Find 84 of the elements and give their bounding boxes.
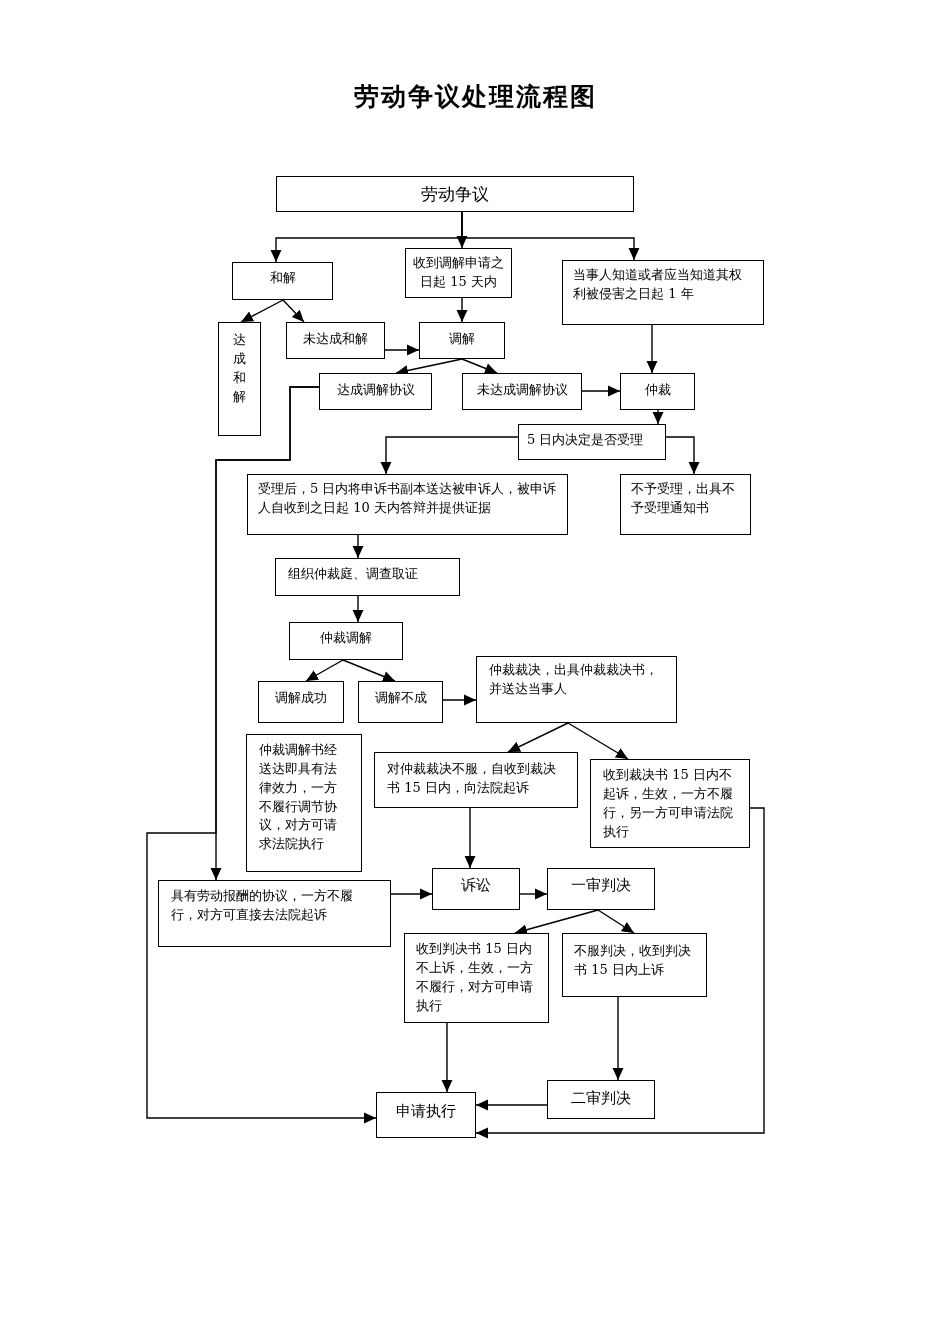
box-label: 诉讼 [460, 875, 492, 896]
process-box [275, 558, 460, 596]
process-box [374, 752, 578, 808]
process-box [462, 373, 582, 410]
arrow [519, 888, 548, 900]
box-label: 5 日内决定是否受理 [527, 431, 645, 449]
arrow [380, 436, 519, 475]
process-box [620, 373, 695, 410]
arrow [567, 722, 629, 760]
process-box [158, 880, 391, 947]
box-label: 收到判决书 15 日内不上诉，生效，一方不履行，对方可申请执行 [416, 940, 534, 1015]
arrow [342, 659, 396, 682]
arrow [475, 1099, 548, 1111]
arrow [597, 909, 635, 934]
box-label: 收到调解申请之日起 15 天内 [412, 254, 505, 291]
process-box [319, 373, 432, 410]
process-box [518, 424, 666, 460]
process-box [405, 248, 512, 298]
box-label: 受理后，5 日内将申诉书副本送达被申诉人，被申诉人自收到之日起 10 天内答辩并提供证据 [258, 480, 557, 517]
process-box [547, 868, 655, 910]
box-label: 申请执行 [395, 1101, 457, 1122]
box-label: 不服判决，收到判决书 15 日内上诉 [574, 942, 692, 979]
process-box [376, 1092, 476, 1138]
process-box [276, 176, 634, 212]
box-label: 未达成和解 [302, 330, 369, 348]
process-box [476, 656, 677, 723]
process-box [419, 322, 505, 359]
arrow [507, 722, 569, 753]
process-box [286, 322, 385, 359]
arrow [305, 659, 344, 682]
box-label: 劳动争议 [420, 183, 490, 206]
title: 劳动争议处理流程图 [352, 81, 598, 113]
process-box [562, 260, 764, 325]
box-label: 和解 [268, 269, 297, 287]
process-box [547, 1080, 655, 1119]
arrow [441, 1022, 453, 1093]
box-label: 达成调解协议 [335, 381, 416, 399]
box-label: 调解成功 [274, 689, 328, 707]
box-label: 组织仲裁庭、调查取证 [288, 565, 419, 583]
arrow [475, 807, 765, 1139]
box-label: 未达成调解协议 [475, 381, 569, 399]
box-label: 调解不成 [373, 689, 428, 707]
process-box [289, 622, 403, 660]
process-box [232, 262, 333, 300]
process-box [247, 474, 568, 535]
process-box [404, 933, 549, 1023]
box-label: 对仲裁裁决不服，自收到裁决书 15 日内，向法院起诉 [387, 760, 557, 797]
process-box [432, 868, 520, 910]
arrow [464, 807, 476, 869]
arrow [282, 299, 305, 323]
process-box [246, 734, 362, 872]
arrow [581, 385, 621, 397]
box-label: 收到裁决书 15 日内不起诉，生效，一方不履行，另一方可申请法院执行 [603, 766, 734, 841]
arrow [612, 996, 624, 1081]
arrow [461, 211, 640, 261]
box-label: 一审判决 [570, 875, 632, 896]
arrow [384, 344, 420, 356]
arrow [646, 324, 658, 374]
box-label: 达成和解 [232, 331, 247, 406]
arrow [352, 534, 364, 559]
arrow [442, 694, 477, 706]
arrow [390, 888, 433, 900]
box-label: 当事人知道或者应当知道其权利被侵害之日起 1 年 [573, 266, 743, 303]
box-label: 二审判决 [570, 1088, 632, 1109]
arrow [665, 436, 700, 475]
arrow [652, 409, 664, 425]
box-label: 具有劳动报酬的协议，一方不履行，对方可直接去法院起诉 [171, 887, 354, 924]
process-box [590, 759, 750, 848]
box-label: 仲裁调解 [319, 629, 373, 647]
box-label: 调解 [448, 330, 476, 348]
process-box [620, 474, 751, 535]
box-label: 仲裁调解书经送达即具有法律效力，一方不履行调节协议，对方可请求法院执行 [259, 741, 338, 854]
process-box [258, 681, 344, 723]
process-box [218, 322, 261, 436]
box-label: 仲裁裁决，出具仲裁裁决书，并送达当事人 [489, 661, 659, 698]
arrow [240, 299, 284, 323]
arrow [146, 386, 377, 1124]
arrow [352, 595, 364, 623]
process-box [562, 933, 707, 997]
box-label: 不予受理，出具不予受理通知书 [631, 480, 736, 517]
process-box [358, 681, 443, 723]
arrow [461, 358, 498, 374]
box-label: 仲裁 [643, 381, 672, 399]
arrow [456, 297, 468, 323]
